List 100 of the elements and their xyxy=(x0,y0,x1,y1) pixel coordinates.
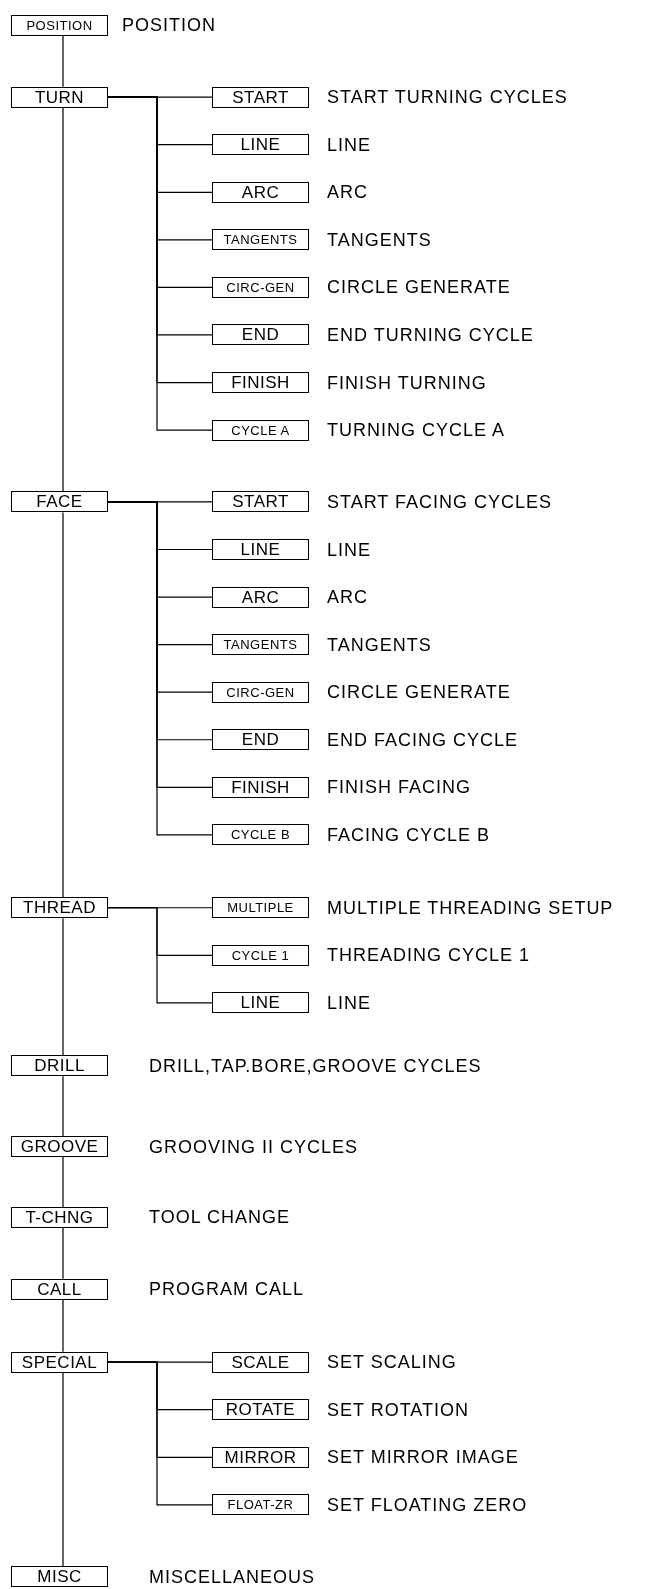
menu-key-label: FINISH xyxy=(231,374,290,392)
menu-key-box xyxy=(212,634,309,656)
connector-line xyxy=(62,1156,64,1208)
connector-line xyxy=(107,907,213,1004)
menu-key-label: LINE xyxy=(240,994,281,1012)
menu-key-label: MISC xyxy=(37,1568,82,1586)
description-text: SET FLOATING ZERO xyxy=(327,1495,528,1514)
description-text: LINE xyxy=(327,993,372,1012)
menu-key-box xyxy=(212,586,309,608)
menu-key-box xyxy=(212,419,309,441)
menu-key-box xyxy=(11,1055,108,1077)
menu-key-label: CYCLE B xyxy=(230,828,291,842)
menu-key-label: START xyxy=(232,88,289,106)
menu-key-label: MULTIPLE xyxy=(227,901,294,915)
menu-key-box xyxy=(212,1399,309,1421)
menu-key-label: THREAD xyxy=(23,899,96,917)
menu-key-box xyxy=(212,86,309,108)
menu-key-label: CYCLE A xyxy=(231,423,290,437)
menu-key-label: ARC xyxy=(241,183,280,201)
menu-key-box xyxy=(212,824,309,846)
menu-key-box xyxy=(11,1566,108,1588)
menu-key-label: START xyxy=(232,493,289,511)
menu-key-box xyxy=(212,134,309,156)
connector-line xyxy=(107,1361,213,1506)
description-text: TOOL CHANGE xyxy=(149,1208,291,1227)
description-text: DRILL,TAP.BORE,GROOVE CYCLES xyxy=(149,1056,482,1075)
menu-key-label: FLOAT-ZR xyxy=(227,1498,294,1512)
menu-key-label: T-CHNG xyxy=(25,1208,94,1226)
menu-key-label: TANGENTS xyxy=(223,638,298,652)
connector-line xyxy=(62,35,64,88)
menu-key-label: FINISH xyxy=(231,778,290,796)
menu-key-label: TURN xyxy=(34,88,85,106)
description-text: FINISH TURNING xyxy=(327,373,487,392)
menu-key-box xyxy=(212,944,309,966)
connector-line xyxy=(62,1372,64,1567)
description-text: SET MIRROR IMAGE xyxy=(327,1448,519,1467)
description-text: SET SCALING xyxy=(327,1353,457,1372)
description-text: THREADING CYCLE 1 xyxy=(327,946,531,965)
menu-key-box xyxy=(212,372,309,394)
menu-key-box xyxy=(212,897,309,919)
menu-key-label: ROTATE xyxy=(225,1401,296,1419)
menu-key-label: POSITION xyxy=(26,18,93,32)
menu-key-label: CIRC-GEN xyxy=(226,685,295,699)
menu-key-box xyxy=(212,1446,309,1468)
menu-key-label: CIRC-GEN xyxy=(226,280,295,294)
description-text: MISCELLANEOUS xyxy=(149,1567,316,1586)
menu-key-box xyxy=(212,1351,309,1373)
menu-key-label: DRILL xyxy=(34,1057,85,1075)
menu-key-box xyxy=(212,276,309,298)
connector-line xyxy=(62,107,64,493)
description-text: ARC xyxy=(327,183,368,202)
menu-key-label: GROOVE xyxy=(20,1138,99,1156)
description-text: MULTIPLE THREADING SETUP xyxy=(327,898,614,917)
description-text: TANGENTS xyxy=(327,635,432,654)
menu-key-box xyxy=(212,181,309,203)
description-text: FACING CYCLE B xyxy=(327,825,491,844)
menu-key-box xyxy=(212,324,309,346)
menu-key-box xyxy=(11,1206,108,1228)
menu-key-label: TANGENTS xyxy=(223,233,298,247)
menu-key-label: LINE xyxy=(240,541,281,558)
menu-key-label: ARC xyxy=(241,588,280,606)
description-text: SET ROTATION xyxy=(327,1400,469,1419)
description-text: TURNING CYCLE A xyxy=(327,421,506,440)
description-text: PROGRAM CALL xyxy=(149,1280,305,1299)
description-text: END TURNING CYCLE xyxy=(327,325,534,344)
description-text: ARC xyxy=(327,588,368,607)
menu-key-box xyxy=(212,681,309,703)
menu-key-label: SPECIAL xyxy=(21,1353,98,1371)
menu-key-box xyxy=(11,1136,108,1158)
description-text: START TURNING CYCLES xyxy=(327,88,568,107)
menu-key-box xyxy=(11,86,108,108)
menu-key-label: FACE xyxy=(36,493,83,511)
menu-key-label: CALL xyxy=(37,1280,82,1298)
menu-key-label: END xyxy=(241,326,280,344)
connector-line xyxy=(62,1299,64,1353)
menu-key-box xyxy=(212,776,309,798)
description-text: TANGENTS xyxy=(327,230,432,249)
connector-line xyxy=(62,1227,64,1280)
menu-key-label: SCALE xyxy=(231,1353,290,1371)
description-text: POSITION xyxy=(122,16,216,35)
description-text: START FACING CYCLES xyxy=(327,492,553,511)
description-text: CIRCLE GENERATE xyxy=(327,683,511,702)
menu-key-box xyxy=(212,729,309,751)
menu-key-label: CYCLE 1 xyxy=(231,948,290,962)
description-text: LINE xyxy=(327,540,372,559)
menu-key-box xyxy=(11,1351,108,1373)
menu-key-label: MIRROR xyxy=(224,1448,297,1466)
description-text: GROOVING II CYCLES xyxy=(149,1137,359,1156)
menu-key-box xyxy=(212,491,309,513)
menu-key-box xyxy=(212,992,309,1014)
description-text: FINISH FACING xyxy=(327,778,471,797)
description-text: END FACING CYCLE xyxy=(327,730,519,749)
menu-key-box xyxy=(212,539,309,560)
menu-key-box xyxy=(11,14,108,36)
description-text: CIRCLE GENERATE xyxy=(327,278,511,297)
description-text: LINE xyxy=(327,135,372,154)
menu-key-box xyxy=(11,1278,108,1300)
connector-line xyxy=(62,1075,64,1137)
connector-line xyxy=(62,917,64,1056)
menu-key-label: END xyxy=(241,731,280,749)
